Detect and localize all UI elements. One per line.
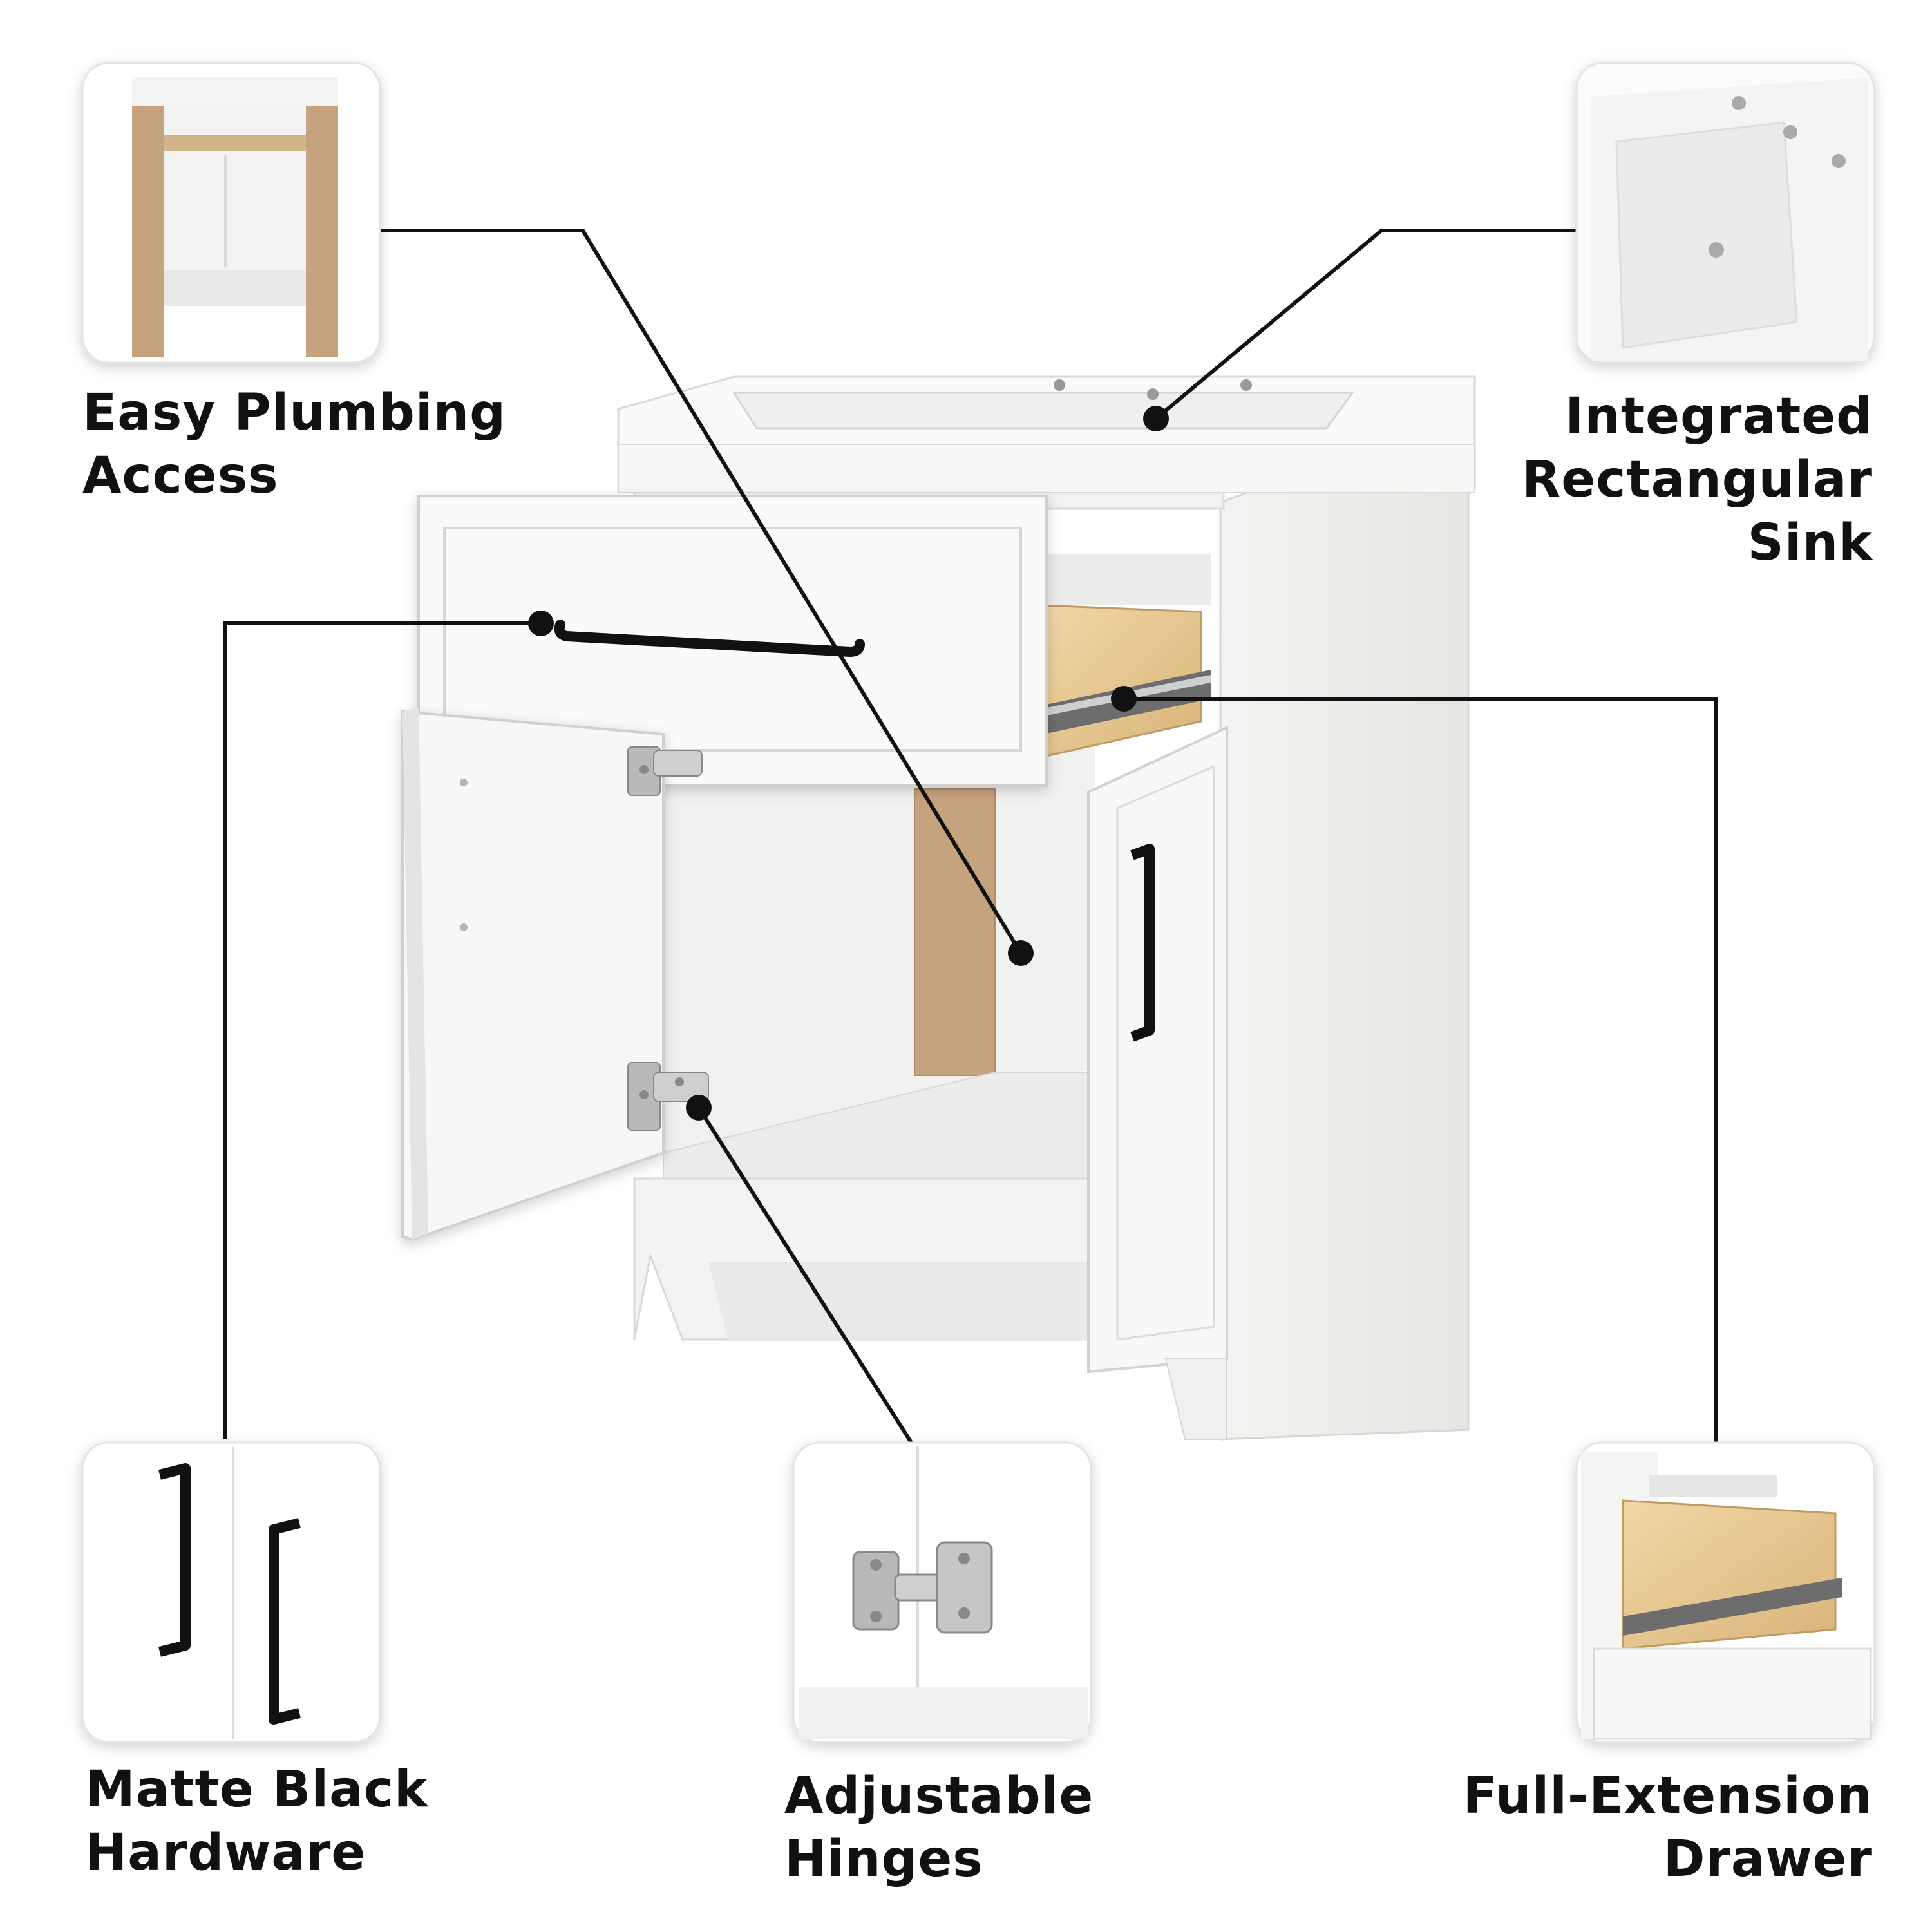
plumbing-label: Easy Plumbing Access — [82, 384, 506, 505]
right-door[interactable] — [1087, 725, 1228, 1374]
left-door[interactable] — [401, 708, 709, 1242]
sink-callout-dot — [1143, 406, 1169, 431]
drawer-callout-line — [1124, 697, 1718, 1443]
callout-dots — [528, 406, 1169, 1121]
sink-callout-line — [1155, 229, 1581, 421]
hinges-label: Adjustable Hinges — [784, 1767, 1094, 1888]
hardware-callout-line — [223, 621, 541, 1439]
plumbing-callout-dot — [1008, 940, 1034, 966]
hinges-callout-dot — [686, 1095, 712, 1121]
vanity-cabinet — [401, 375, 1476, 1441]
plumbing-thumbnail — [81, 62, 381, 364]
sink-label: Integrated Rectangular Sink — [1522, 388, 1873, 572]
drawer-front[interactable] — [417, 495, 1048, 787]
sink-thumbnail — [1575, 62, 1875, 364]
hardware-thumbnail — [81, 1441, 381, 1743]
top-hinge-icon — [627, 746, 703, 796]
drawer-label: Full-Extension Drawer — [1463, 1767, 1873, 1888]
drawer-pull-icon — [554, 620, 865, 658]
hinges-thumbnail — [792, 1441, 1092, 1743]
bottom-hinge-icon — [627, 1062, 709, 1131]
hardware-callout-dot — [528, 611, 554, 636]
hinges-callout-line — [697, 1106, 913, 1444]
plumbing-callout-line — [380, 229, 1023, 954]
drawer-thumbnail — [1575, 1441, 1875, 1743]
callout-lines — [223, 229, 1718, 1444]
hardware-label: Matte Black Hardware — [85, 1761, 428, 1882]
door-pull-icon — [1130, 844, 1155, 1042]
drawer-callout-dot — [1111, 686, 1137, 712]
